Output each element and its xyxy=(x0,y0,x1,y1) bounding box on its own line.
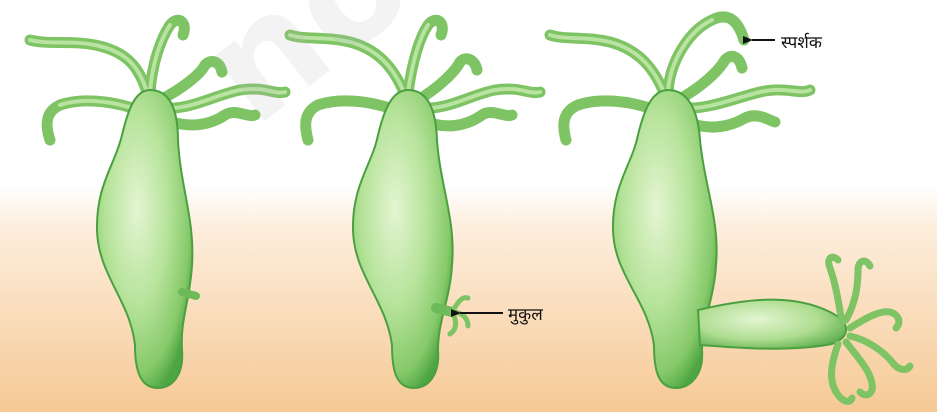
hydra-1-bud-nub xyxy=(182,292,196,296)
tentacle-label: स्पर्शक xyxy=(781,30,822,53)
bud-label: मुकुल xyxy=(508,302,543,325)
